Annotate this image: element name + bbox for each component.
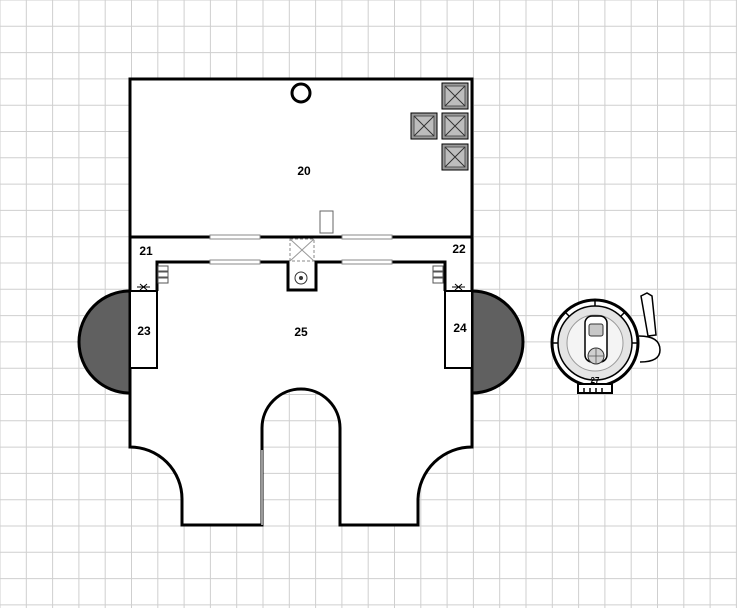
- courtyard-object: [319, 210, 334, 234]
- spiral-stair-icon: [294, 271, 308, 285]
- stairs-west: [157, 265, 169, 284]
- central-gate[interactable]: [289, 238, 315, 262]
- crate-icon: [441, 143, 469, 171]
- room-25-hall: [128, 237, 474, 527]
- corridor-doors[interactable]: [209, 234, 393, 265]
- corridor-walls: [130, 235, 472, 292]
- well-icon: [290, 82, 312, 104]
- crate-icon: [410, 112, 438, 140]
- room-27-label: 27: [591, 376, 600, 385]
- room-23-label: 23: [137, 324, 151, 338]
- room-21-label: 21: [139, 244, 153, 258]
- room-25-label: 25: [294, 325, 308, 339]
- crate-icon: [441, 82, 469, 110]
- room-22-label: 22: [452, 242, 466, 256]
- shaft-doors[interactable]: [137, 283, 465, 291]
- room-23-stair-shaft: [129, 290, 158, 369]
- room-27-rotunda: [550, 292, 661, 394]
- room-24-stair-shaft: [444, 290, 473, 369]
- room-20-courtyard: [128, 77, 474, 239]
- room-labels: 20 21 22 23 24 25 27: [137, 164, 600, 385]
- vehicle-icon: [584, 315, 608, 365]
- crates: [410, 82, 469, 171]
- room-20-label: 20: [297, 164, 311, 178]
- stairs-east: [432, 265, 444, 284]
- room-24-label: 24: [453, 321, 467, 335]
- crate-icon: [441, 112, 469, 140]
